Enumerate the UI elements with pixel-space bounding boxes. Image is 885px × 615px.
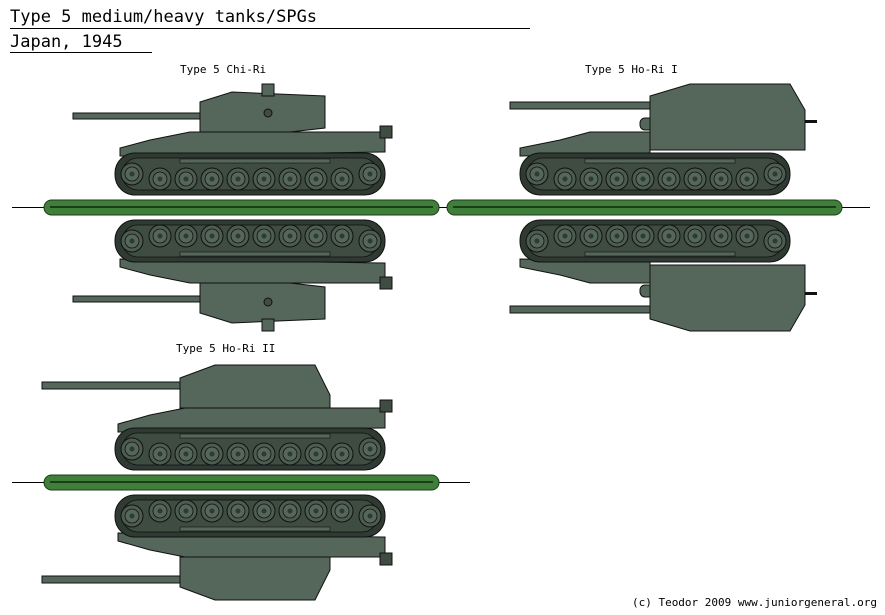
chi-ri-top-view (72, 83, 393, 195)
chi-ri-bottom-view (72, 220, 393, 332)
copyright-credit: (c) Teodor 2009 www.juniorgeneral.org (631, 596, 877, 609)
ho-ri-ii-bottom-view (41, 495, 393, 601)
page-subtitle: Japan, 1945 (10, 32, 123, 52)
ho-ri-i-top-view (509, 83, 817, 195)
ho-ri-ii-top-view (41, 364, 393, 470)
ho-ri-i-bottom-view (509, 220, 817, 332)
label-ho-ri-ii: Type 5 Ho-Ri II (176, 342, 276, 355)
label-chi-ri: Type 5 Chi-Ri (180, 63, 267, 76)
page-title: Type 5 medium/heavy tanks/SPGs (10, 7, 318, 27)
title-underline (10, 28, 530, 29)
subtitle-underline (10, 52, 152, 53)
label-ho-ri-i: Type 5 Ho-Ri I (585, 63, 678, 76)
